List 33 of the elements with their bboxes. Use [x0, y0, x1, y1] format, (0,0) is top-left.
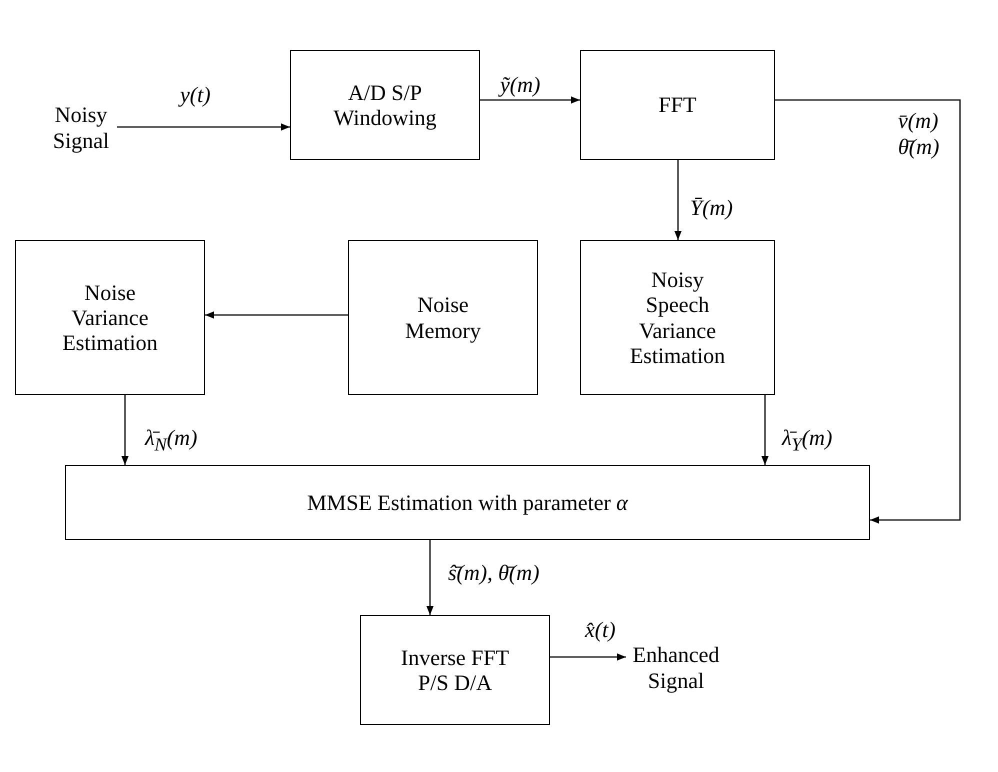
process-box	[65, 465, 870, 540]
arrow	[775, 99, 961, 524]
node-label: Noisy Signal	[52, 102, 110, 153]
process-box	[580, 50, 775, 160]
process-box	[15, 240, 205, 395]
process-box	[290, 50, 480, 160]
arrow	[426, 540, 434, 615]
edge-label: ỹ(m)	[500, 72, 540, 98]
box-label: MMSE Estimation with parameter α	[306, 490, 630, 516]
arrow	[117, 123, 290, 131]
arrow	[674, 160, 682, 240]
box-label: A/D S/P Windowing	[334, 80, 436, 130]
edge-label: x̂(t)	[585, 617, 616, 644]
edge-label: Ȳ(m)	[690, 195, 733, 222]
process-box	[348, 240, 538, 395]
arrow	[121, 395, 129, 465]
box-label: FFT	[658, 92, 698, 118]
edge-label: v̄(m) θ̄(m)	[898, 108, 940, 161]
box-label: Noisy Speech Variance Estimation	[628, 266, 726, 368]
arrow	[761, 395, 769, 465]
process-box	[580, 240, 775, 395]
edge-label: ŝ̄(m), θ̄(m)	[448, 560, 540, 586]
box-label: Inverse FFT P/S D/A	[400, 644, 510, 696]
box-label: Noise Memory	[404, 292, 482, 343]
box-label: Noise Variance Estimation	[61, 280, 159, 356]
arrow	[480, 96, 580, 104]
arrow	[205, 311, 348, 319]
edge-label: λ̄$_{Y}$(m)	[782, 425, 832, 456]
process-box	[360, 615, 550, 725]
arrow	[550, 653, 626, 661]
edge-label: λ̄$_{N}$(m)	[145, 425, 198, 456]
node-label: Enhanced Signal	[632, 642, 720, 693]
edge-label: y(t)	[180, 82, 211, 108]
